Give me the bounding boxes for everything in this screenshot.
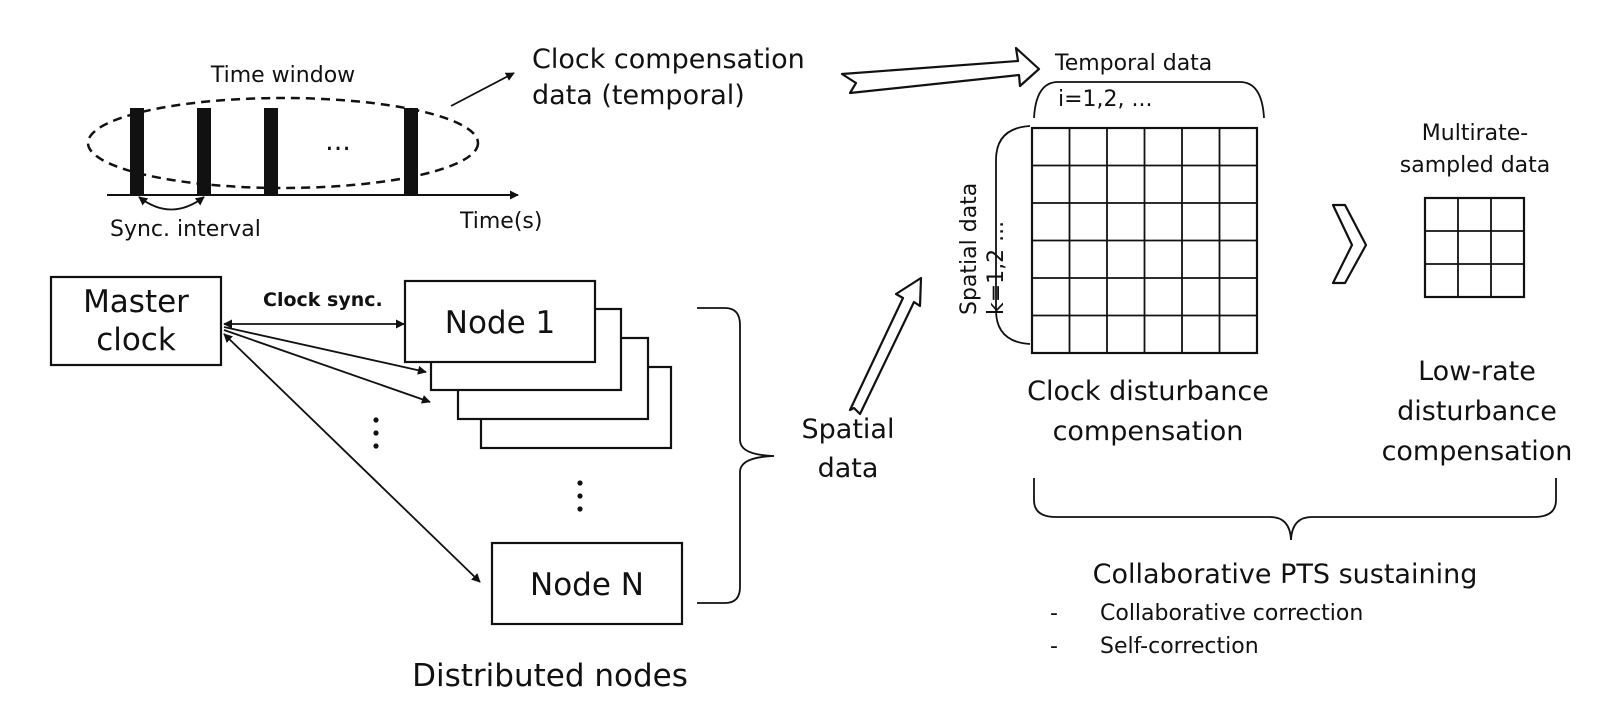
clock-disturbance-caption-line2: compensation (1053, 416, 1244, 447)
sync-pulse-1 (130, 108, 144, 195)
nodes-brace (697, 307, 775, 604)
temporal-hollow-arrow (840, 46, 1041, 95)
clock-compensation-line2: data (temporal) (532, 80, 745, 111)
multirate-sampled-grid (1423, 196, 1526, 299)
sync-interval-label: Sync. interval (110, 217, 261, 242)
pulse-ellipsis: ... (325, 126, 351, 157)
clock-disturbance-grid (1030, 126, 1259, 355)
spatial-data-line2: data (818, 453, 879, 484)
master-clock-box (49, 275, 223, 367)
spatial-index-rotated-label: k=1,2 ... (984, 221, 1009, 315)
time-axis-label: Time(s) (459, 209, 542, 234)
multirate-label-line1: Multirate- (1422, 121, 1528, 146)
distributed-nodes-caption: Distributed nodes (412, 658, 688, 694)
sync-pulse-2 (197, 108, 211, 195)
clock-disturbance-caption-line1: Clock disturbance (1027, 376, 1269, 407)
node-1-label: Node 1 (445, 305, 555, 341)
sync-interval-arc (138, 196, 205, 211)
downsample-chevron-icon (1331, 203, 1368, 285)
master-clock-line2: clock (96, 322, 176, 358)
node-ellipsis-left (373, 417, 379, 449)
spatial-hollow-arrow (848, 276, 923, 416)
temporal-index-label: i=1,2, ... (1058, 87, 1153, 112)
low-rate-caption-line3: compensation (1382, 436, 1573, 467)
low-rate-caption-line2: disturbance (1397, 396, 1557, 427)
clock-compensation-line1: Clock compensation (532, 44, 805, 75)
clock-sync-label: Clock sync. (263, 289, 383, 311)
low-rate-caption-line1: Low-rate (1418, 356, 1536, 387)
node-n-box (490, 541, 684, 626)
temporal-data-label: Temporal data (1054, 51, 1212, 76)
sustaining-title: Collaborative PTS sustaining (1093, 559, 1478, 590)
node-ellipsis-right (577, 480, 583, 512)
sync-pulse-3 (264, 108, 278, 195)
master-clock-line1: Master (83, 284, 189, 320)
sustaining-bullet-1: - (1050, 601, 1058, 626)
sync-pulse-4 (404, 108, 418, 195)
time-window-group: Time window ... Sync. interval Time(s) (86, 63, 542, 242)
spatial-data-rotated-label: Spatial data (957, 183, 982, 315)
node-n-label: Node N (530, 567, 644, 603)
multirate-label-line2: sampled data (1400, 153, 1551, 178)
sustaining-brace (1033, 478, 1557, 541)
temporal-brace (1033, 81, 1265, 119)
spatial-brace (995, 125, 1031, 345)
sync-arrow-noden (223, 333, 481, 583)
small-grid-border (1423, 196, 1526, 299)
spatial-data-line1: Spatial (802, 414, 895, 445)
time-window-label: Time window (210, 63, 355, 88)
sustaining-item-2: Self-correction (1100, 634, 1259, 659)
timeline-to-temporal-arrow (450, 72, 515, 107)
sustaining-item-1: Collaborative correction (1100, 601, 1363, 626)
sustaining-bullet-2: - (1050, 634, 1058, 659)
time-window-ellipse (86, 96, 480, 190)
